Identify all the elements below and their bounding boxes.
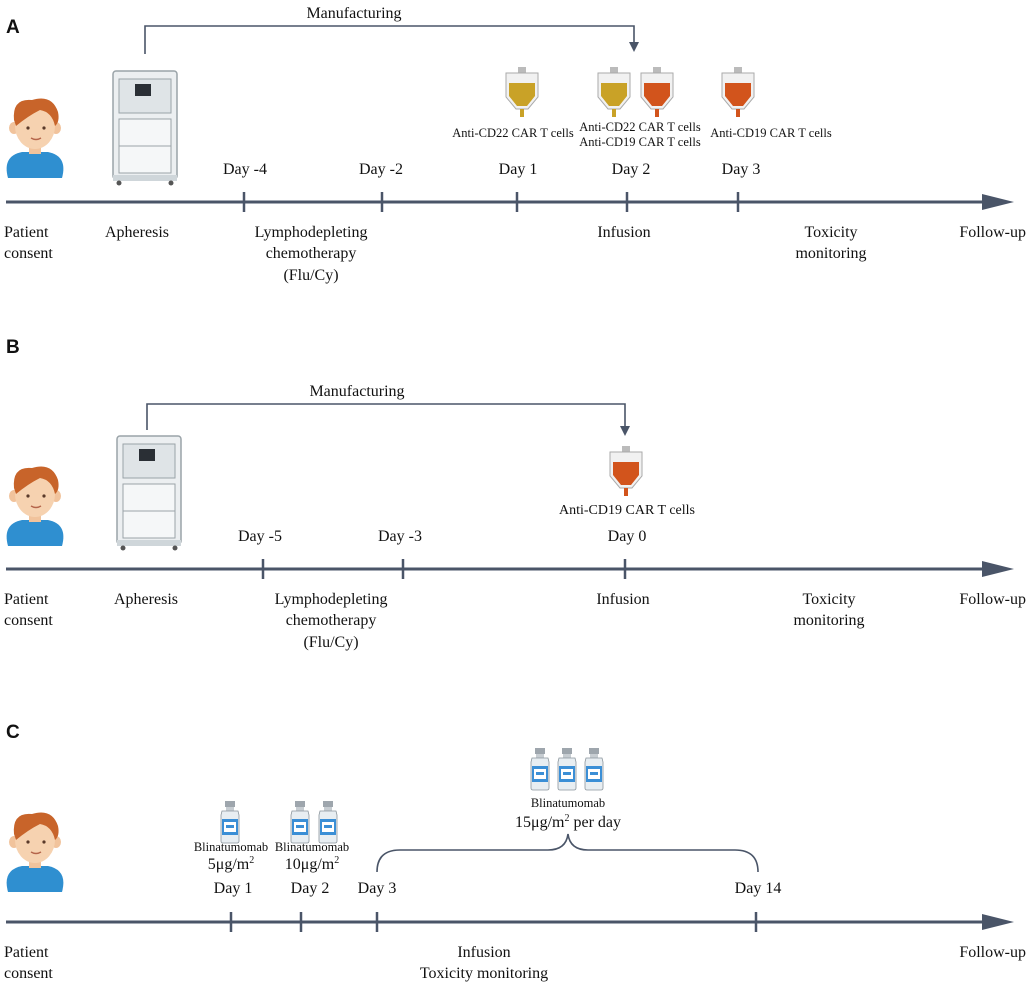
panel-label-b: B	[6, 337, 20, 358]
cell-bag-icon	[640, 66, 674, 118]
vial-icon	[318, 800, 338, 844]
panel-label-a: A	[6, 17, 20, 38]
manufacturing-bracket-a	[144, 25, 635, 54]
lymphodepleting-label-a: Lymphodepleting	[255, 224, 368, 241]
lymphodepleting-label-b: Lymphodepleting	[275, 591, 388, 608]
lymphodepleting-label-b: chemotherapy	[286, 612, 377, 629]
cell-bag-icon	[609, 445, 643, 497]
cell-bag-icon	[721, 66, 755, 118]
timeline-arrowhead-c	[982, 914, 1014, 930]
day-label: Day 1	[499, 161, 538, 178]
day-label: Day 3	[358, 880, 397, 897]
patient-consent-label-b: consent	[4, 612, 53, 629]
day-label: Day -4	[223, 161, 267, 178]
day-label: Day -2	[359, 161, 403, 178]
manufacturing-arrowhead-a	[629, 42, 639, 52]
lymphodepleting-label-b: (Flu/Cy)	[303, 634, 358, 651]
manufacturing-bracket-b	[146, 403, 626, 430]
panel-label-c: C	[6, 722, 20, 743]
drug-label-day2: Blinatumomab	[275, 840, 349, 854]
child-icon	[5, 465, 65, 547]
day-label: Day -5	[238, 528, 282, 545]
day-label: Day 1	[214, 880, 253, 897]
day-label: Day 3	[722, 161, 761, 178]
toxicity-monitoring-label-b: Toxicity	[802, 591, 855, 608]
timeline-arrowhead-b	[982, 561, 1014, 577]
dosing-brace-c	[376, 833, 759, 873]
day-label: Day 2	[612, 161, 651, 178]
follow-up-label-a: Follow-up	[959, 224, 1026, 241]
infusion-label-c: Infusion	[457, 944, 510, 961]
follow-up-label-b: Follow-up	[959, 591, 1026, 608]
manufacturing-arrowhead-b	[620, 426, 630, 436]
day-label: Day 2	[291, 880, 330, 897]
vial-icon	[584, 747, 604, 791]
infusion-label-b: Infusion	[596, 591, 649, 608]
drug-label-day1: Blinatumomab	[194, 840, 268, 854]
child-icon	[5, 97, 65, 179]
patient-consent-label-a: Patient	[4, 224, 49, 241]
apheresis-label-b: Apheresis	[114, 591, 178, 608]
vial-icon	[220, 800, 240, 844]
toxicity-monitoring-label-b: monitoring	[793, 612, 864, 629]
vial-icon	[290, 800, 310, 844]
day-label: Day 14	[735, 880, 782, 897]
follow-up-label-c: Follow-up	[959, 944, 1026, 961]
cell-bag-icon	[597, 66, 631, 118]
bag-label-day2-cd22-a: Anti-CD22 CAR T cells	[579, 120, 701, 134]
timeline-arrowhead-a	[982, 194, 1014, 210]
toxicity-monitoring-label-a: Toxicity	[804, 224, 857, 241]
toxicity-monitoring-label-a: monitoring	[795, 245, 866, 262]
infusion-label-a: Infusion	[597, 224, 650, 241]
patient-consent-label-c: Patient	[4, 944, 49, 961]
day-label: Day 0	[608, 528, 647, 545]
day-label: Day -3	[378, 528, 422, 545]
apheresis-machine-icon	[116, 435, 182, 552]
patient-consent-label-b: Patient	[4, 591, 49, 608]
patient-consent-label-a: consent	[4, 245, 53, 262]
bag-label-day3-a: Anti-CD19 CAR T cells	[710, 126, 832, 140]
manufacturing-label-b: Manufacturing	[309, 383, 404, 400]
dose-label-day1: 5μg/m2	[208, 855, 254, 873]
drug-label-day3-14: Blinatumomab	[531, 796, 605, 810]
vial-icon	[557, 747, 577, 791]
apheresis-machine-icon	[112, 70, 178, 187]
dose-label-day3-14: 15μg/m2 per day	[515, 813, 621, 831]
apheresis-label-a: Apheresis	[105, 224, 169, 241]
lymphodepleting-label-a: (Flu/Cy)	[283, 267, 338, 284]
dose-label-day2: 10μg/m2	[285, 855, 339, 873]
vial-icon	[530, 747, 550, 791]
child-icon	[5, 811, 65, 893]
toxicity-monitoring-label-c: Toxicity monitoring	[420, 965, 548, 982]
cell-bag-icon	[505, 66, 539, 118]
patient-consent-label-c: consent	[4, 965, 53, 982]
bag-label-b: Anti-CD19 CAR T cells	[559, 503, 695, 518]
manufacturing-label-a: Manufacturing	[306, 5, 401, 22]
bag-label-day2-cd19-a: Anti-CD19 CAR T cells	[579, 135, 701, 149]
bag-label-day1-a: Anti-CD22 CAR T cells	[452, 126, 574, 140]
lymphodepleting-label-a: chemotherapy	[266, 245, 357, 262]
